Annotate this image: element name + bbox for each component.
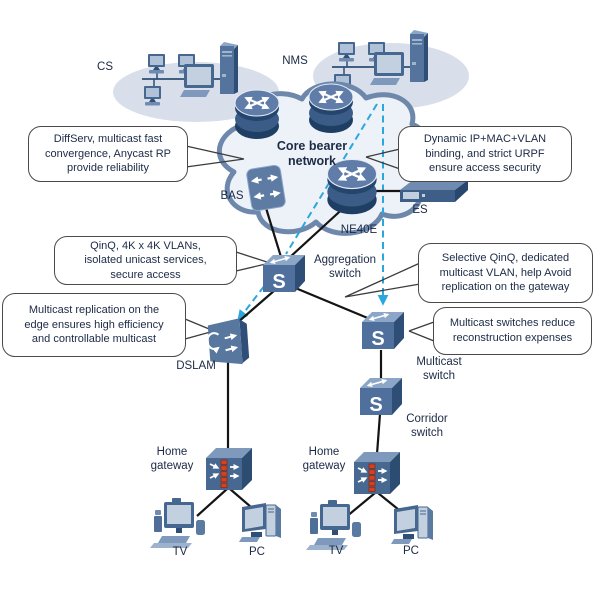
tail-multicast-benefit	[408, 321, 435, 342]
pc-right-label: PC	[403, 545, 419, 557]
dslam-label: DSLAM	[176, 360, 216, 372]
home-gateway-left-label: Home gateway	[150, 446, 194, 472]
tv-left-label: TV	[172, 546, 188, 558]
link-aggregation-multicast	[292, 285, 371, 321]
core-network-label: Core bearer network	[276, 139, 348, 168]
callout-multicast-benefit: Multicast switches reduce reconstruction…	[433, 307, 592, 355]
ne40e-label: NE40E	[340, 224, 378, 236]
multicast-switch-label: Multicast switch	[416, 356, 462, 382]
cs-label: CS	[97, 61, 113, 73]
tv-right-icon	[306, 500, 361, 550]
callout-access-security: Dynamic IP+MAC+VLAN binding, and strict …	[398, 126, 572, 182]
pc-right-icon	[390, 504, 434, 545]
corridor-switch-label: Corridor switch	[406, 413, 448, 439]
home-gateway-right-icon	[354, 452, 400, 494]
tv-left-icon	[150, 498, 205, 548]
es-server-icon	[400, 180, 468, 202]
callout-aggregation-qinq: QinQ, 4K x 4K VLANs, isolated unicast se…	[54, 236, 237, 285]
callout-core-reliability: DiffServ, multicast fast convergence, An…	[28, 126, 188, 182]
aggregation-switch-icon	[263, 255, 305, 293]
callout-selective-qinq: Selective QinQ, dedicated multicast VLAN…	[418, 243, 593, 303]
multicast-switch-icon	[362, 312, 404, 350]
dashed-links	[237, 103, 389, 322]
core-router-left-icon	[235, 90, 279, 139]
aggregation-switch-label: Aggregation switch	[313, 254, 377, 280]
link-corridor-home-gateway	[375, 413, 382, 455]
link-gateway-tv-right	[345, 492, 376, 518]
callout-edge-replication: Multicast replication on the edge ensure…	[2, 293, 186, 357]
tail-access-security	[365, 148, 401, 170]
core-router-right-icon	[309, 84, 353, 133]
pc-left-label: PC	[249, 546, 265, 558]
bas-icon	[246, 164, 286, 212]
home-gateway-left-icon	[206, 448, 252, 490]
nms-label: NMS	[282, 55, 308, 67]
pc-left-icon	[238, 502, 282, 543]
es-label: ES	[412, 204, 428, 216]
tail-selective-qinq	[344, 262, 421, 298]
link-bas-aggregation	[264, 207, 283, 258]
link-aggregation-dslam	[236, 289, 276, 324]
bas-label: BAS	[220, 190, 244, 202]
home-gateway-right-label: Home gateway	[302, 446, 346, 472]
link-ne40e-aggregation	[288, 202, 350, 259]
dashed-link-nms-to-aggregation	[285, 103, 378, 255]
tv-right-label: TV	[328, 545, 344, 557]
link-gateway-tv-left	[196, 488, 228, 517]
corridor-switch-icon	[360, 378, 402, 416]
tail-core-reliability	[185, 145, 245, 168]
